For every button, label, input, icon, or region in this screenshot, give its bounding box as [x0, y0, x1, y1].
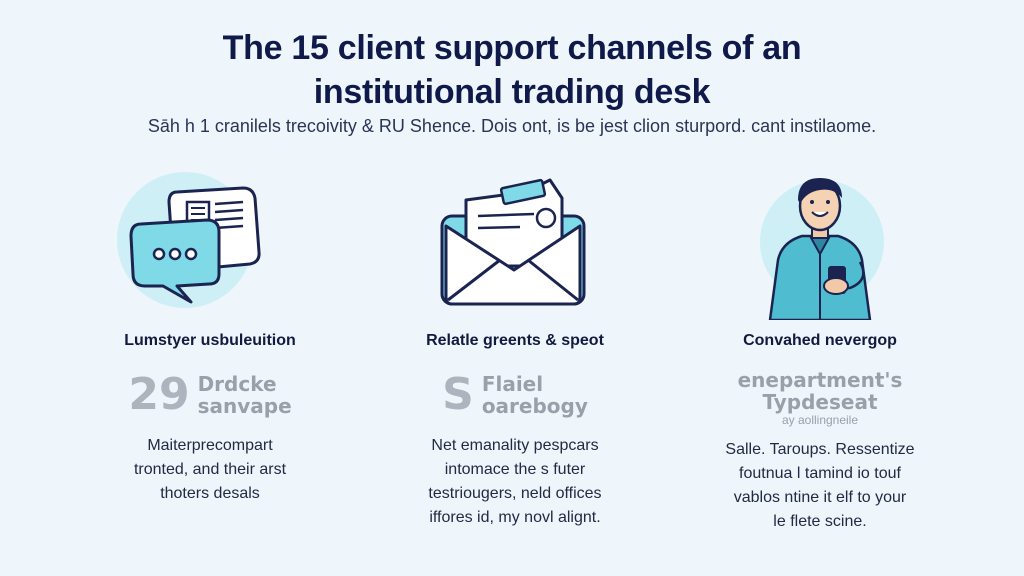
phone-illustration — [670, 170, 970, 320]
channel-heading: Relatle greents & speot — [426, 332, 604, 349]
channel-logo: S Flaiel oarebogy — [365, 366, 665, 424]
envelope-icon — [440, 178, 586, 306]
title-line-2: institutional trading desk — [313, 73, 711, 111]
description-line: Maiterprecompart — [147, 437, 273, 454]
channel-column-email: Relatle greents & speot S Flaiel oarebog… — [365, 170, 665, 530]
page-title: The 15 client support channels of an ins… — [0, 26, 1024, 114]
chat-illustration — [60, 170, 360, 320]
channel-logo: enepartment's Typdeseat ay aollingneile — [670, 366, 970, 430]
description-line: tronted, and their arst — [133, 461, 287, 478]
logo-mark: S — [442, 369, 474, 420]
logo-mark: 29 — [128, 369, 190, 420]
description-line: vablos ntine it elf to your — [733, 489, 907, 506]
email-illustration — [365, 170, 665, 320]
logo-wordmark: Drdcke sanvape — [198, 373, 292, 417]
description-line: Net emanality pespcars — [431, 437, 599, 454]
logo-word-2: oarebogy — [481, 394, 588, 418]
channel-column-phone: Convahed nevergop enepartment's Typdesea… — [670, 170, 970, 534]
page-subtitle: Sāh h 1 cranilels trecoivity & RU Shence… — [147, 116, 877, 136]
description-line: testriougers, neld offices — [428, 485, 602, 502]
description-line: intomace the s futer — [444, 461, 586, 478]
logo-wordmark-1: enepartment's — [737, 368, 903, 392]
logo-wordmark-2: Typdeseat — [762, 390, 878, 414]
title-line-1: The 15 client support channels of an — [222, 29, 802, 67]
channel-heading: Lumstyer usbuleuition — [124, 332, 296, 349]
chat-bubbles-icon — [117, 172, 261, 308]
description-line: Salle. Taroups. Ressentize — [725, 441, 915, 458]
channel-heading: Convahed nevergop — [743, 332, 897, 349]
logo-tagline: ay aollingneile — [781, 413, 859, 427]
description-line: thoters desals — [160, 485, 260, 502]
description-line: iffores id, my novl alignt. — [429, 509, 601, 526]
person-phone-icon — [760, 178, 884, 320]
channel-description: Salle. Taroups. Ressentize foutnua l tam… — [670, 438, 970, 534]
description-line: le flete scine. — [773, 513, 867, 530]
channel-column-chat: Lumstyer usbuleuition 29 Drdcke sanvape … — [60, 170, 360, 506]
channel-description: Maiterprecompart tronted, and their arst… — [60, 434, 360, 506]
logo-word-2: sanvape — [197, 394, 292, 418]
channel-logo: 29 Drdcke sanvape — [60, 366, 360, 424]
description-line: foutnua l tamind io touf — [739, 465, 901, 482]
channel-description: Net emanality pespcars intomace the s fu… — [365, 434, 665, 530]
logo-wordmark: Flaiel oarebogy — [482, 373, 588, 417]
logo-word-1: Flaiel — [481, 372, 544, 396]
logo-word-1: Drdcke — [197, 372, 277, 396]
